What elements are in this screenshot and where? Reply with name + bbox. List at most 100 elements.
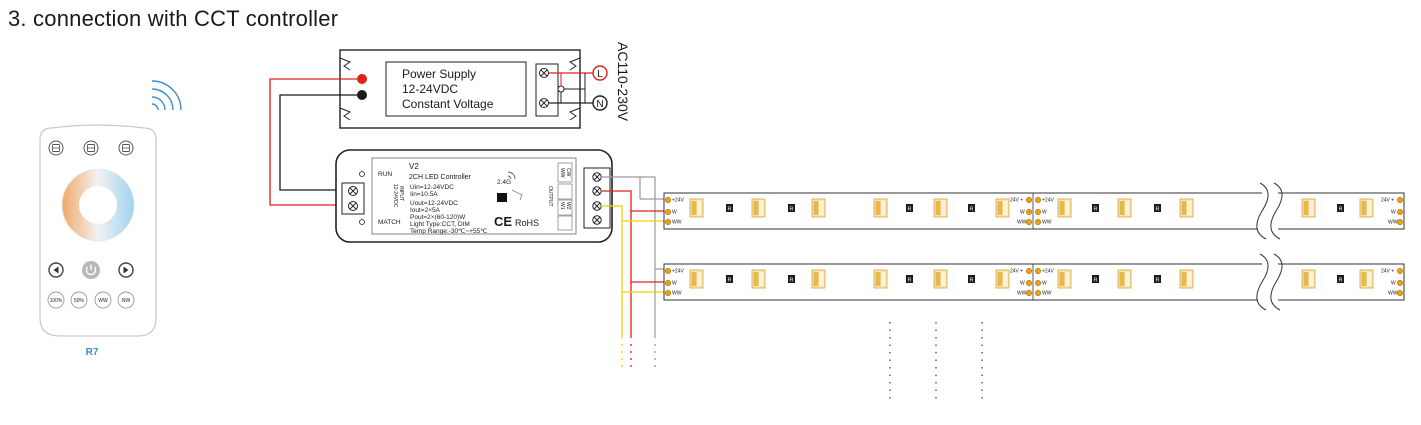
led-chip-2835 [1301,269,1316,289]
controller-chip-icon [497,193,507,202]
strip-ww-label: WW [1042,291,1052,297]
resistor-icon: R [788,204,795,213]
strip-ww-label: WW [672,291,682,297]
controller-input-label: INPUT [398,186,404,201]
strip-break-icon [1248,253,1290,311]
strip-section-3: R [1301,198,1374,218]
controller-rf-label: 2.4G [497,179,511,186]
controller-rohs-mark: RoHS [515,218,539,228]
strip-plus-label: +24V [1042,269,1054,275]
resistor-label: R [1156,278,1160,284]
resistor-label: R [1339,278,1343,284]
remote-zone-button-1[interactable] [48,140,64,156]
strip-end-ww-label: WW [1017,220,1027,226]
led-chip-2835 [811,269,826,289]
controller-name: 2CH LED Controller [409,174,472,181]
remote-ww-label: WW [98,298,108,304]
strip-break-icon [1248,182,1290,240]
remote-100-label: 100% [50,298,63,304]
led-chip-2835 [995,198,1010,218]
psu-positive-terminal [357,74,367,84]
ac-l-terminal-icon: L [592,65,608,81]
remote-100-button[interactable]: 100% [47,291,65,309]
led-chip-2835 [873,198,888,218]
resistor-label: R [1339,207,1343,213]
led-chip-2835 [1057,269,1072,289]
resistor-icon: R [906,275,913,284]
led-chip-2835 [1179,269,1194,289]
psu-negative-terminal [357,90,367,100]
resistor-icon: R [968,204,975,213]
strip-end-w-label: W [1391,281,1396,287]
remote-zone-button-2[interactable] [83,140,99,156]
strip-end-w-label: W [1020,281,1025,287]
resistor-label: R [728,207,732,213]
strip-section-3: R [1301,269,1374,289]
power-supply: Power Supply 12-24VDC Constant Voltage [339,49,581,129]
wireless-signal-icon [151,80,182,111]
controller-ch-w2: W2 [565,202,571,210]
led-chip-2835 [1359,269,1374,289]
remote-nw-label: NW [122,298,131,304]
controller-ch-cw: CW [565,168,571,177]
remote-right-button[interactable] [118,262,134,278]
remote-50-label: 50% [74,298,85,304]
led-chip-2835 [689,269,704,289]
controller-spec1: Uin=12-24VDC [410,184,454,191]
resistor-label: R [790,278,794,284]
controller-output-screw-icon [592,172,602,225]
strip-end-plus-label: 24V + [1381,269,1394,275]
controller-input-voltage: 12-24VDC [392,184,398,208]
psu-line1: Power Supply [402,67,476,81]
controller-ch-ww: WW [559,168,565,178]
continuation-dots [889,322,983,402]
strip-w-label: W [672,210,677,216]
resistor-icon: R [788,275,795,284]
strip-plus-label: +24V [672,269,684,275]
resistor-label: R [1094,207,1098,213]
led-chip-2835 [1301,198,1316,218]
controller-output-label: OUTPUT [547,186,553,207]
resistor-label: R [908,278,912,284]
strip-ww-label: WW [672,220,682,226]
remote-nw-button[interactable]: NW [117,291,135,309]
strip-end-plus-label: 24V + [1010,269,1023,275]
remote-50-button[interactable]: 50% [70,291,88,309]
remote-left-button[interactable] [48,262,64,278]
ac-voltage-label: AC110-230V [615,42,631,122]
led-chip-2835 [933,269,948,289]
controller-match-label: MATCH [378,219,401,226]
led-chip-2835 [1057,198,1072,218]
page-title: 3. connection with CCT controller [8,6,339,31]
strip-plus-label: +24V [1042,198,1054,204]
remote-cct-wheel[interactable] [61,168,135,242]
strip-w-label: W [672,281,677,287]
strip-end-w-label: W [1020,210,1025,216]
resistor-icon: R [1337,275,1344,284]
controller-model: V2 [409,162,419,171]
strip-ww-label: WW [1042,220,1052,226]
remote-power-button[interactable] [82,261,100,279]
resistor-icon: R [906,204,913,213]
resistor-icon: R [1337,204,1344,213]
psu-n-screw-icon [539,98,549,108]
led-chip-2835 [1179,198,1194,218]
psu-l-screw-icon [539,68,549,78]
remote-label: R7 [86,347,99,358]
remote-zone-button-3[interactable] [118,140,134,156]
remote-ww-button[interactable]: WW [94,291,112,309]
resistor-label: R [908,207,912,213]
resistor-icon: R [1092,275,1099,284]
controller-spec7: Temp Range:-30℃~+55℃ [410,228,488,235]
controller-spec4: Iout=2×5A [410,207,441,214]
led-chip-2835 [1117,269,1132,289]
led-chip-2835 [811,198,826,218]
controller-ce-mark: CE [494,214,512,229]
